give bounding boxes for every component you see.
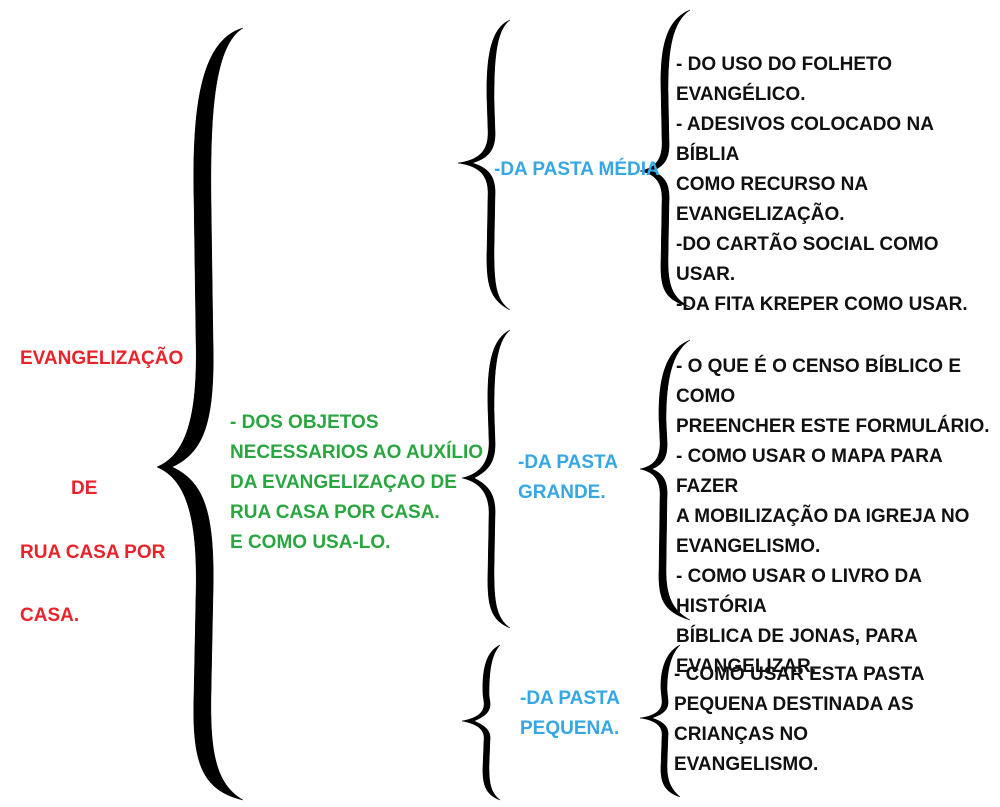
details-pasta-grande: - O QUE É O CENSO BÍBLICO E COMO PREENCH… bbox=[676, 356, 990, 677]
branch-label-pasta-grande: -DA PASTA GRANDE. bbox=[518, 452, 618, 503]
root-title-line1: EVANGELIZAÇÃO bbox=[20, 348, 184, 369]
main-brace bbox=[156, 27, 244, 801]
details-pasta-media: - DO USO DO FOLHETO EVANGÉLICO. - ADESIV… bbox=[676, 54, 968, 315]
brace-pasta-media bbox=[457, 19, 511, 311]
brace-pequena-details bbox=[639, 644, 681, 798]
middle-description: - DOS OBJETOS NECESSARIOS AO AUXÍLIO DA … bbox=[230, 412, 484, 553]
root-title-line3: RUA CASA POR bbox=[20, 542, 166, 563]
brace-pasta-pequena bbox=[461, 644, 501, 801]
root-title-line4: CASA. bbox=[20, 605, 80, 626]
brace-grande-details bbox=[639, 339, 691, 621]
details-pasta-pequena: - COMO USAR ESTA PASTA PEQUENA DESTINADA… bbox=[674, 664, 925, 775]
branch-label-pasta-pequena: -DA PASTA PEQUENA. bbox=[520, 688, 620, 739]
brace-media-details bbox=[639, 9, 691, 308]
branch-label-pasta-media: -DA PASTA MÉDIA bbox=[494, 159, 660, 180]
brace-pasta-grande bbox=[461, 329, 511, 629]
root-title-line2: DE bbox=[71, 478, 98, 499]
